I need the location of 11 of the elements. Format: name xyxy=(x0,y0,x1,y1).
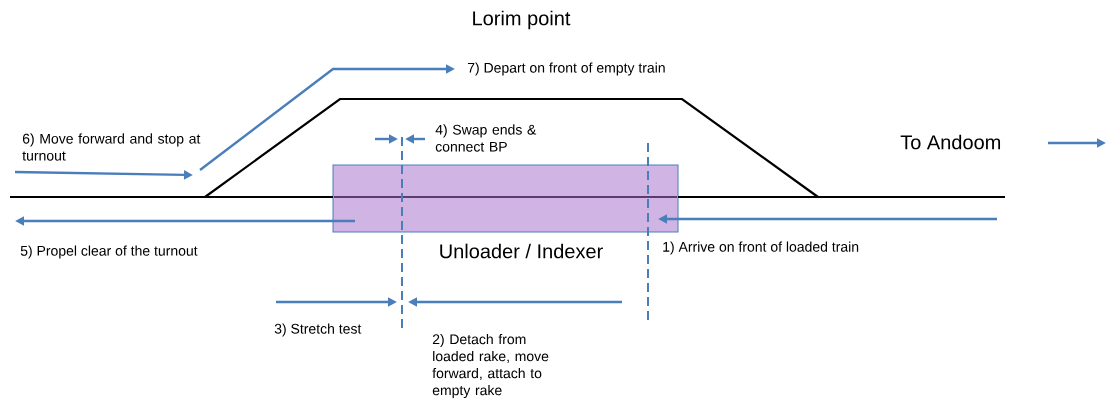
place-label: To Andoom xyxy=(900,134,1001,150)
step-label: 3) Stretch test xyxy=(274,323,362,337)
step-label: 2) Detach from loaded rake, move forward, attach to empty rake xyxy=(432,334,549,398)
step-label: 7) Depart on front of empty train xyxy=(467,62,665,76)
step-label: 4) Swap ends & connect BP xyxy=(435,124,537,152)
title: Lorim point xyxy=(473,10,571,30)
unloader-box xyxy=(332,164,679,233)
box-label: Unloader / Indexer xyxy=(440,243,603,259)
step-label: 1) Arrive on front of loaded train xyxy=(663,241,859,255)
step-label: 6) Move forward and stop at turnout xyxy=(22,133,201,161)
step-label: 5) Propel clear of the turnout xyxy=(20,245,198,259)
